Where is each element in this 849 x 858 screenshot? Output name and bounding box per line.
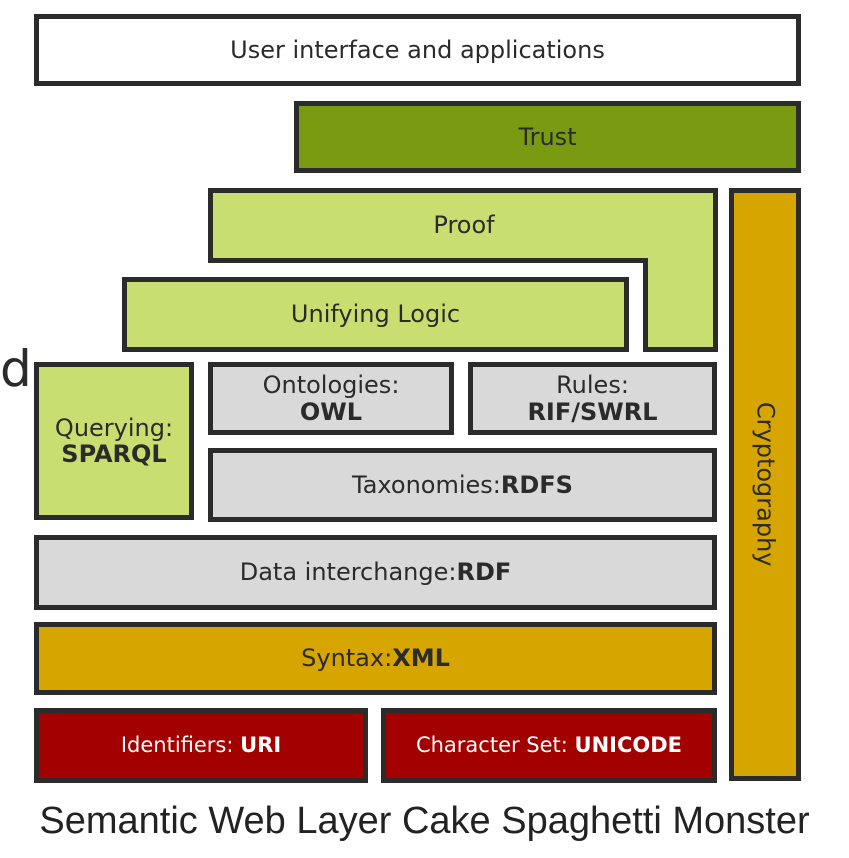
layer-rules: Rules: RIF/SWRL	[468, 362, 717, 435]
layer-querying-value: SPARQL	[61, 440, 167, 468]
layer-data-interchange-label: Data interchange:	[239, 558, 457, 587]
layer-proof-shape	[208, 188, 718, 352]
cutoff-text-fragment: d	[0, 340, 32, 398]
layer-character-set-label: Character Set:	[415, 732, 575, 757]
layer-cryptography-label: Cryptography	[751, 402, 780, 567]
layer-user-interface: User interface and applications	[34, 14, 801, 86]
layer-syntax-value: XML	[392, 644, 450, 673]
layer-syntax: Syntax:XML	[34, 622, 717, 695]
layer-trust: Trust	[294, 101, 801, 173]
layer-ontologies-value: OWL	[299, 397, 363, 426]
layer-proof-label: Proof	[214, 196, 714, 254]
layer-querying-label: Querying:	[54, 413, 174, 442]
layer-character-set: Character Set: UNICODE	[381, 708, 717, 783]
layer-identifiers-label: Identifiers:	[120, 732, 241, 757]
layer-syntax-label: Syntax:	[301, 644, 393, 673]
layer-ontologies: Ontologies: OWL	[208, 362, 454, 435]
layer-rules-value: RIF/SWRL	[527, 397, 658, 426]
layer-taxonomies-label: Taxonomies:	[352, 470, 501, 499]
layer-unifying-logic-label: Unifying Logic	[290, 300, 461, 329]
layer-querying: Querying: SPARQL	[34, 362, 194, 520]
layer-taxonomies-value: RDFS	[500, 470, 573, 499]
layer-ontologies-label: Ontologies:	[262, 371, 400, 400]
diagram-caption: Semantic Web Layer Cake Spaghetti Monste…	[39, 800, 810, 842]
layer-character-set-value: UNICODE	[574, 732, 683, 757]
layer-rules-label: Rules:	[556, 371, 629, 400]
layer-trust-label: Trust	[518, 122, 577, 151]
layer-unifying-logic: Unifying Logic	[122, 277, 629, 352]
layer-proof-text: Proof	[433, 211, 495, 239]
layer-user-interface-label: User interface and applications	[230, 35, 605, 64]
layer-taxonomies: Taxonomies:RDFS	[208, 448, 717, 522]
layer-data-interchange-value: RDF	[456, 558, 512, 587]
layer-identifiers: Identifiers: URI	[34, 708, 368, 783]
layer-cryptography: Cryptography	[729, 188, 801, 781]
layer-identifiers-value: URI	[240, 732, 282, 757]
layer-data-interchange: Data interchange:RDF	[34, 535, 717, 610]
